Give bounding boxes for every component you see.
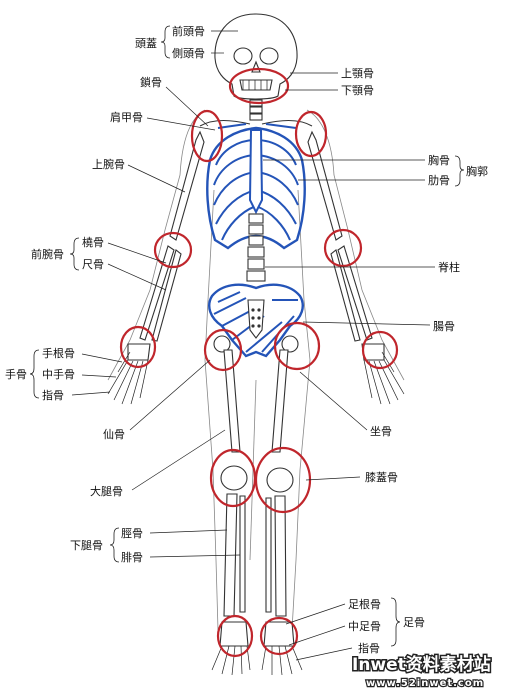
- hip-circle-left: [203, 328, 243, 372]
- eye-socket-right: [259, 47, 279, 65]
- tarsal-left: [219, 621, 249, 647]
- ulna-left: [151, 249, 182, 342]
- label-clavicle: 鎖骨: [140, 75, 162, 89]
- label-spine: 脊柱: [438, 260, 460, 274]
- label-carpals: 手根骨: [42, 346, 75, 360]
- label-metacarpals: 中手骨: [42, 367, 75, 381]
- ankle-circle-left: [216, 614, 254, 658]
- brace-forearm: [69, 237, 80, 271]
- label-metatarsals: 中足骨: [348, 620, 381, 633]
- right-arm: [307, 130, 405, 405]
- label-forearm: 前腕骨: [31, 247, 64, 261]
- label-hand: 手骨: [5, 367, 27, 381]
- label-skull: 頭蓋: [135, 37, 157, 50]
- skull: [214, 13, 298, 100]
- watermark: Inwet资料素材站 www.52inwet.com: [351, 653, 493, 691]
- label-ischium: 坐骨: [370, 425, 392, 438]
- patella-left: [220, 465, 248, 491]
- label-scapula: 肩甲骨: [110, 110, 143, 124]
- wrist-circle-right: [361, 330, 399, 370]
- left-arm: [107, 130, 205, 405]
- label-ulna: 尺骨: [82, 258, 104, 271]
- label-thorax: 胸郭: [466, 164, 488, 178]
- watermark-brand: Inwet资料素材站: [352, 654, 491, 675]
- femur-right: [271, 349, 289, 453]
- femoral-head-left: [213, 335, 231, 353]
- ulna-right: [330, 249, 361, 342]
- label-ribs: 肋骨: [428, 173, 450, 187]
- fibula-right: [265, 497, 272, 613]
- humerus-left: [169, 130, 205, 241]
- sacrum-bone: [247, 299, 265, 339]
- label-phalanges-foot: 指骨: [358, 641, 380, 655]
- brace-lowerleg: [109, 527, 120, 563]
- humerus-right: [307, 130, 343, 241]
- label-humerus: 上腕骨: [92, 157, 125, 171]
- right-leg: [261, 335, 303, 676]
- label-foot: 足骨: [403, 616, 425, 629]
- left-leg: [211, 335, 251, 676]
- label-mandible: 下顎骨: [341, 84, 374, 97]
- wrist-circle-left: [119, 325, 157, 369]
- fibula-left: [239, 495, 246, 613]
- label-tibia: 脛骨: [121, 527, 143, 540]
- eye-socket-left: [233, 47, 253, 65]
- femur-left: [223, 349, 241, 453]
- label-ilium: 腸骨: [433, 320, 455, 333]
- ankle-circle-right: [259, 616, 299, 656]
- labels: 頭蓋 前頭骨 側頭骨 上顎骨 下顎骨 鎖骨 肩甲骨 上腕骨 胸骨 肋骨 胸郭 前…: [5, 24, 488, 655]
- label-femur: 大腿骨: [90, 484, 123, 498]
- label-frontal: 前頭骨: [172, 24, 205, 38]
- label-radius: 橈骨: [82, 236, 104, 249]
- tibia-right: [274, 495, 287, 617]
- brace-hand: [29, 349, 40, 399]
- elbow-circle-left: [153, 231, 193, 269]
- label-patella: 膝蓋骨: [365, 471, 398, 484]
- braces: [29, 25, 465, 647]
- radius-left: [139, 245, 175, 341]
- shoulder-circle-right: [294, 110, 328, 158]
- label-fibula: 腓骨: [121, 551, 143, 564]
- sternum-bone: [248, 129, 264, 215]
- watermark-url: www.52inwet.com: [366, 678, 484, 689]
- brace-thorax: [454, 155, 465, 187]
- label-lowerleg: 下腿骨: [70, 539, 103, 552]
- brace-foot: [390, 597, 401, 647]
- patella-right: [266, 467, 294, 493]
- tarsal-right: [263, 621, 295, 647]
- label-sacrum: 仙骨: [103, 428, 125, 441]
- elbow-circle-right: [323, 228, 363, 268]
- femoral-head-right: [281, 335, 299, 353]
- clavicles: [199, 119, 313, 127]
- pelvis: [208, 283, 304, 358]
- label-maxilla: 上顎骨: [341, 67, 374, 80]
- label-phalanges-hand: 指骨: [42, 388, 64, 402]
- carpal-left: [127, 343, 151, 361]
- label-parietal: 側頭骨: [172, 47, 205, 60]
- hip-circle-right: [273, 321, 321, 371]
- jaw-circle: [228, 67, 290, 105]
- lumbar-spine: [246, 213, 266, 282]
- label-tarsals: 足根骨: [348, 597, 381, 611]
- leader-lines: [71, 30, 435, 661]
- shoulder-circle-left: [190, 109, 224, 163]
- brace-skull: [160, 25, 171, 59]
- label-sternum: 胸骨: [428, 153, 450, 167]
